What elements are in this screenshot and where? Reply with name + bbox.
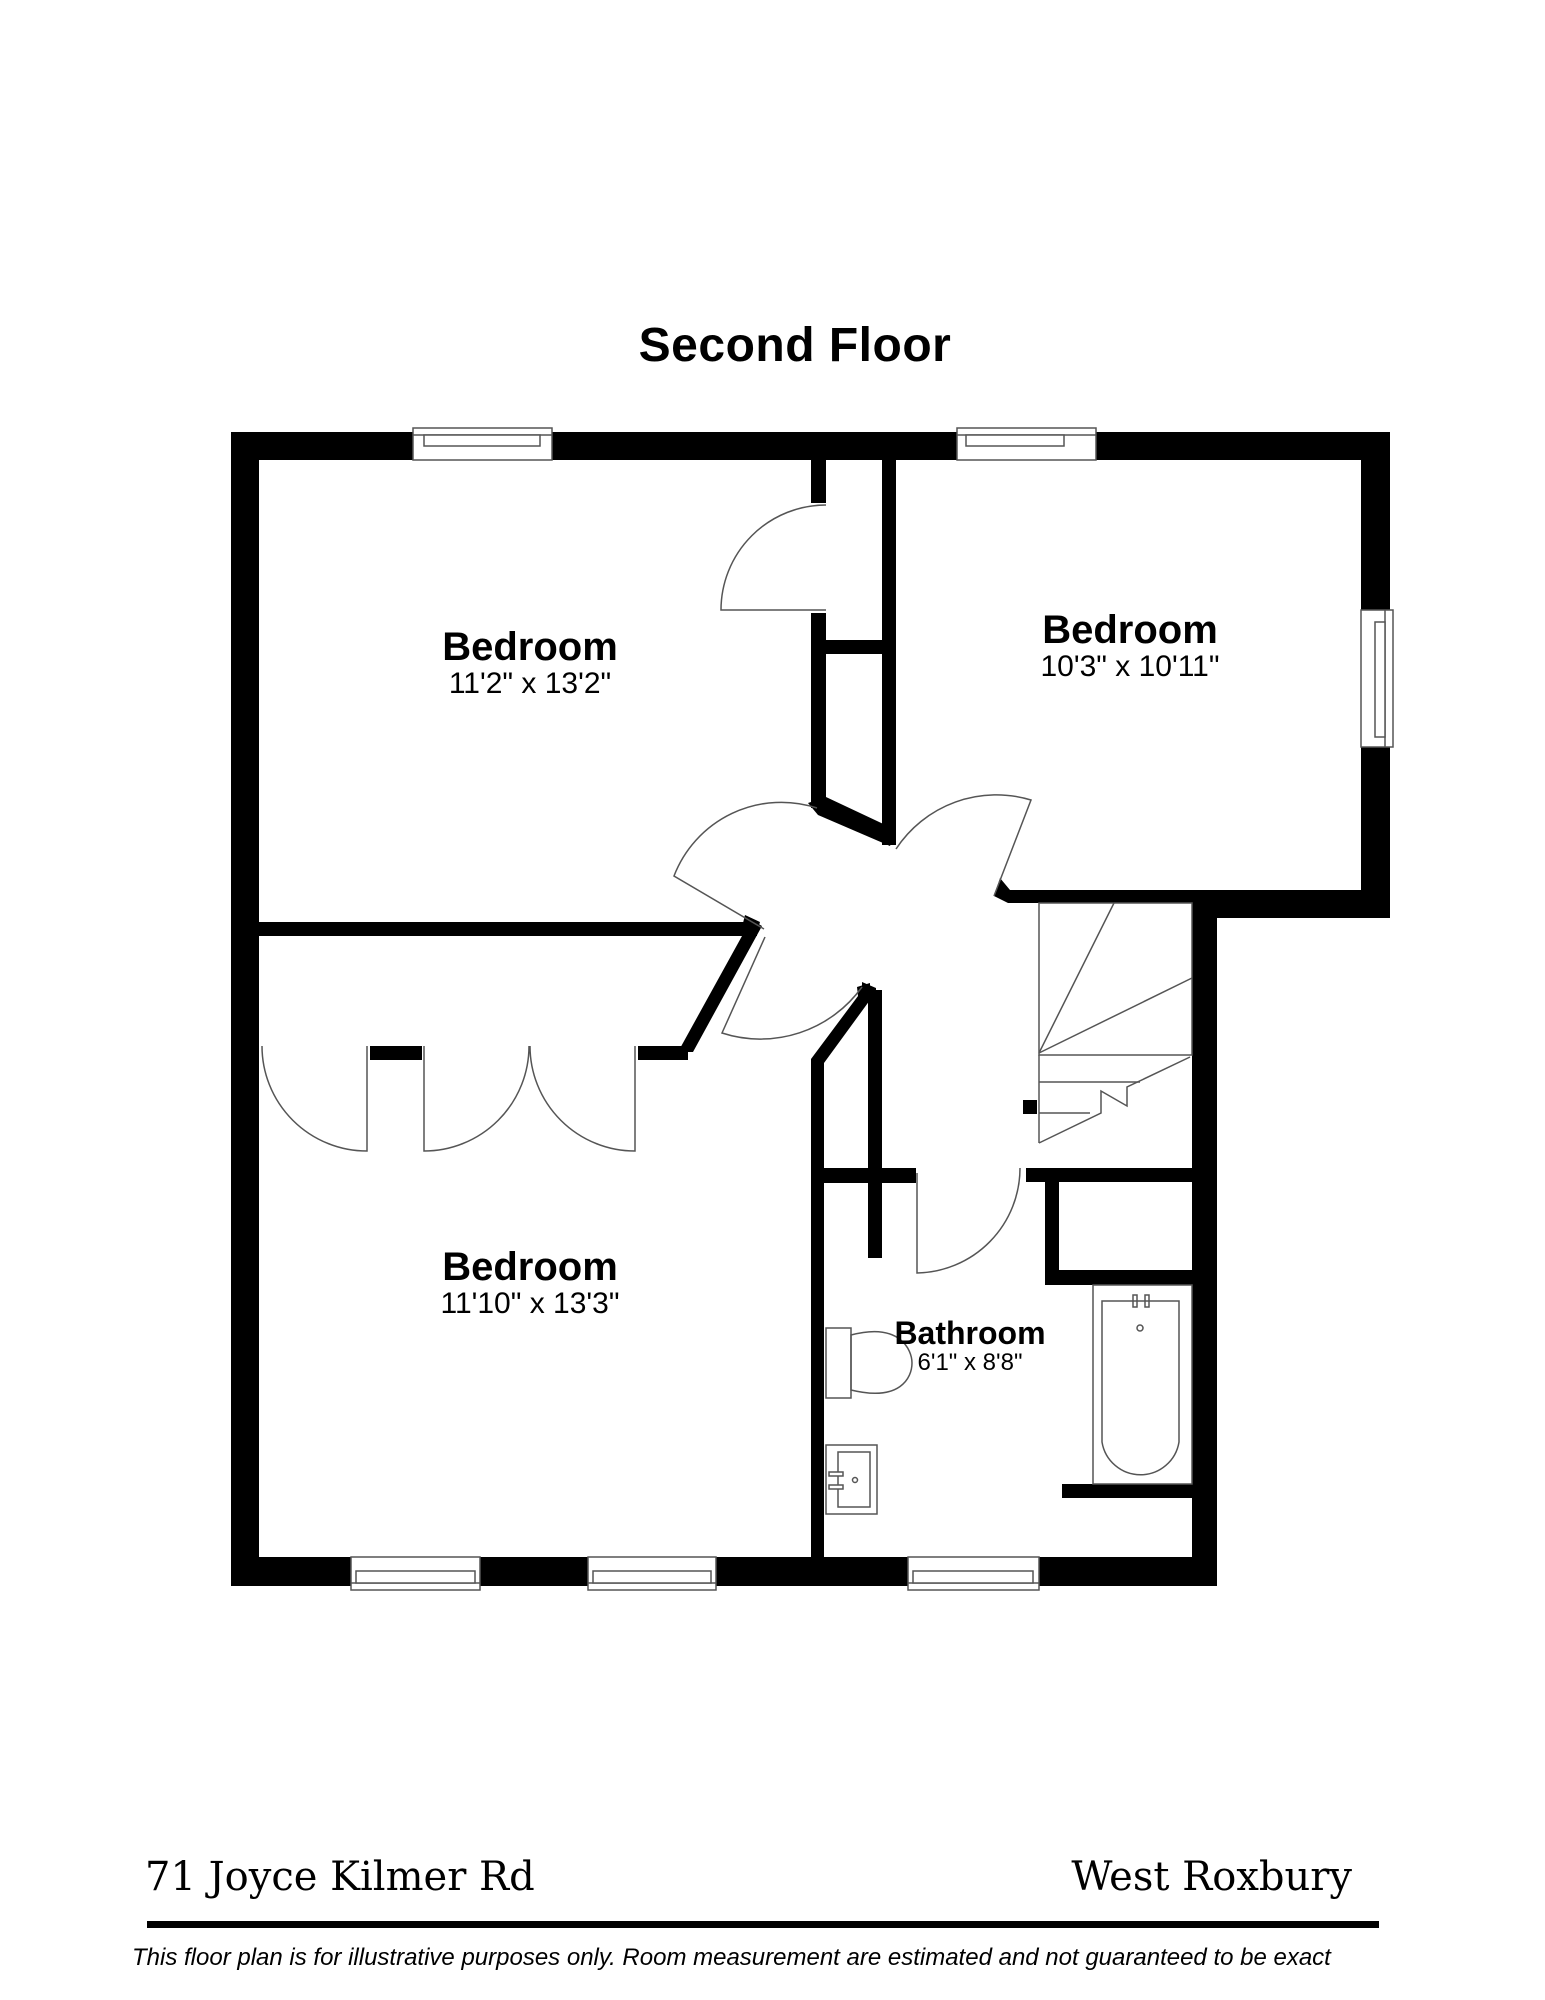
bedroom2-door-swing: [895, 794, 1032, 897]
bedroom1-door-swing: [673, 801, 818, 930]
window-right: [1360, 609, 1394, 748]
bathroom-fixtures: [825, 1284, 1193, 1515]
room-label-bedroom-2: Bedroom 10'3" x 10'11": [1000, 610, 1260, 682]
window-top-left: [412, 427, 553, 461]
room-label-bedroom-1: Bedroom 11'2" x 13'2": [400, 627, 660, 699]
door-swings: [261, 504, 1032, 1274]
property-city: West Roxbury: [1071, 1854, 1352, 1900]
interior-walls: [259, 460, 1361, 1557]
room-dimensions: 11'2" x 13'2": [448, 667, 612, 700]
window-bottom-3: [907, 1556, 1040, 1591]
room-name: Bedroom: [442, 1245, 618, 1289]
closet-bifold-3: [529, 1045, 636, 1152]
disclaimer-text: This floor plan is for illustrative purp…: [132, 1944, 1331, 1971]
staircase: [1038, 902, 1193, 1144]
room-name: Bedroom: [442, 625, 618, 669]
window-top-right: [956, 427, 1097, 461]
bathtub-icon: [1092, 1284, 1193, 1485]
bathroom-door-swing: [916, 1167, 1021, 1274]
exterior-walls: [231, 432, 1390, 1586]
room-name: Bedroom: [1042, 608, 1218, 652]
room-dimensions: 11'10" x 13'3": [440, 1287, 620, 1320]
property-address: 71 Joyce Kilmer Rd: [145, 1854, 535, 1900]
window-bottom-2: [587, 1556, 717, 1591]
room-label-bedroom-3: Bedroom 11'10" x 13'3": [400, 1247, 660, 1319]
closet-bifold-2: [423, 1045, 530, 1152]
room-label-bathroom: Bathroom 6'1" x 8'8": [870, 1317, 1070, 1375]
room-dimensions: 10'3" x 10'11": [1040, 650, 1220, 683]
sink-icon: [825, 1444, 878, 1515]
window-bottom-1: [350, 1556, 481, 1591]
closet-door-swing: [720, 504, 827, 611]
windows: [350, 427, 1394, 1591]
room-dimensions: 6'1" x 8'8": [917, 1349, 1023, 1376]
floor-title: Second Floor: [638, 319, 952, 372]
room-name: Bathroom: [894, 1315, 1046, 1351]
closet-bifold-1: [261, 1045, 368, 1152]
footer-divider: [147, 1921, 1379, 1928]
toilet-icon: [825, 1327, 913, 1399]
bedroom3-door-swing: [720, 936, 863, 1040]
